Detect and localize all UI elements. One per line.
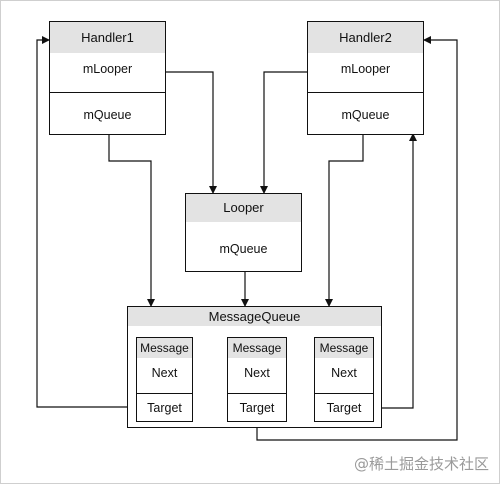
message-2-target: Target — [239, 401, 275, 415]
message-2-next: Next — [244, 366, 270, 380]
message-1-next: Next — [151, 366, 178, 380]
watermark-text: @稀土掘金技术社区 — [353, 455, 489, 473]
handler1-mqueue-field: mQueue — [83, 108, 132, 122]
arrow-message1-target-to-handler1 — [36, 36, 141, 408]
looper-title: Looper — [186, 194, 301, 222]
message-3-title: Message — [315, 338, 373, 358]
arrow-handler2-mqueue-to-messagequeue — [325, 134, 364, 307]
message-box-2: Message Next Target — [227, 337, 287, 422]
handler1-box: Handler1 mLooper mQueue — [49, 21, 166, 135]
messagequeue-title: MessageQueue — [128, 307, 381, 326]
handler2-title: Handler2 — [308, 22, 423, 53]
handler1-mlooper-field: mLooper — [82, 62, 133, 76]
handler1-divider — [50, 92, 165, 93]
handler1-title: Handler1 — [50, 22, 165, 53]
arrow-handler1-mlooper-to-looper — [165, 71, 217, 194]
message-1-divider — [137, 393, 192, 394]
message-1-title: Message — [137, 338, 192, 358]
message-2-divider — [228, 393, 286, 394]
handler2-box: Handler2 mLooper mQueue — [307, 21, 424, 135]
message-2-title: Message — [228, 338, 286, 358]
arrow-handler1-mqueue-to-messagequeue — [108, 134, 155, 307]
handler2-divider — [308, 92, 423, 93]
arrow-message2-target-to-handler2 — [256, 36, 458, 441]
looper-mqueue-field: mQueue — [219, 242, 268, 256]
looper-box: Looper mQueue — [185, 193, 302, 272]
message-box-3: Message Next Target — [314, 337, 374, 422]
message-3-next: Next — [331, 366, 357, 380]
message-3-target: Target — [326, 401, 362, 415]
message-1-target: Target — [147, 401, 182, 415]
message-box-1: Message Next Target — [136, 337, 193, 422]
message-3-divider — [315, 393, 373, 394]
handler2-mqueue-field: mQueue — [341, 108, 390, 122]
handler2-mlooper-field: mLooper — [340, 62, 391, 76]
